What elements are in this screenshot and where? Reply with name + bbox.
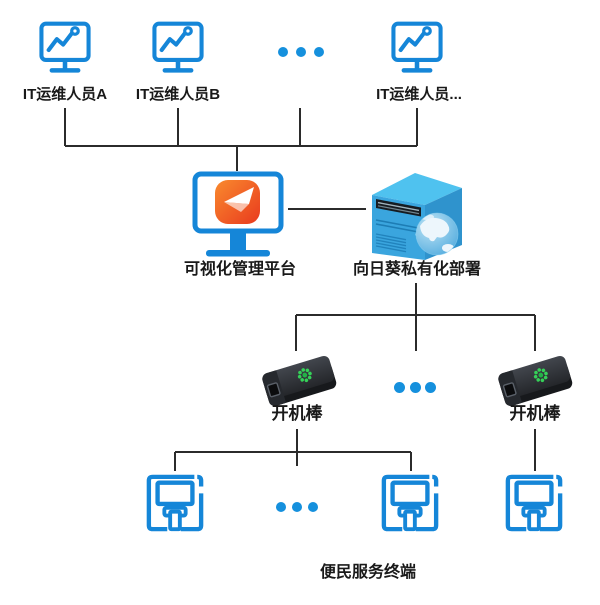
kiosk-terminal-icon bbox=[505, 474, 563, 532]
connector-stick-terminals bbox=[174, 429, 412, 471]
server-label: 向日葵私有化部署 bbox=[352, 261, 482, 278]
monitor-chart-icon bbox=[39, 21, 91, 73]
ellipsis-dots-icon bbox=[276, 502, 318, 512]
sunflower-logo-icon bbox=[297, 368, 312, 383]
terminals-label: 便民服务终端 bbox=[319, 564, 417, 581]
kiosk-terminal-icon bbox=[381, 474, 439, 532]
monitor-chart-icon bbox=[152, 21, 204, 73]
platform-label: 可视化管理平台 bbox=[183, 261, 297, 278]
operator-n-label: IT运维人员... bbox=[376, 86, 462, 103]
stick-left-label: 开机棒 bbox=[271, 404, 323, 423]
connector-server-sticks bbox=[295, 283, 536, 351]
kiosk-terminal-icon bbox=[146, 474, 204, 532]
connector-operators-bus bbox=[64, 108, 418, 171]
server-globe-icon bbox=[372, 173, 462, 260]
boot-stick-icon bbox=[262, 355, 337, 406]
ellipsis-dots-icon bbox=[278, 47, 324, 57]
sunflower-logo-icon bbox=[533, 368, 548, 383]
monitor-play-icon bbox=[192, 171, 284, 257]
operator-a-label: IT运维人员A bbox=[22, 86, 108, 103]
operator-b-label: IT运维人员B bbox=[135, 86, 221, 103]
ellipsis-dots-icon bbox=[394, 382, 436, 393]
boot-stick-icon bbox=[498, 355, 573, 406]
monitor-chart-icon bbox=[391, 21, 443, 73]
stick-right-label: 开机棒 bbox=[509, 404, 561, 423]
